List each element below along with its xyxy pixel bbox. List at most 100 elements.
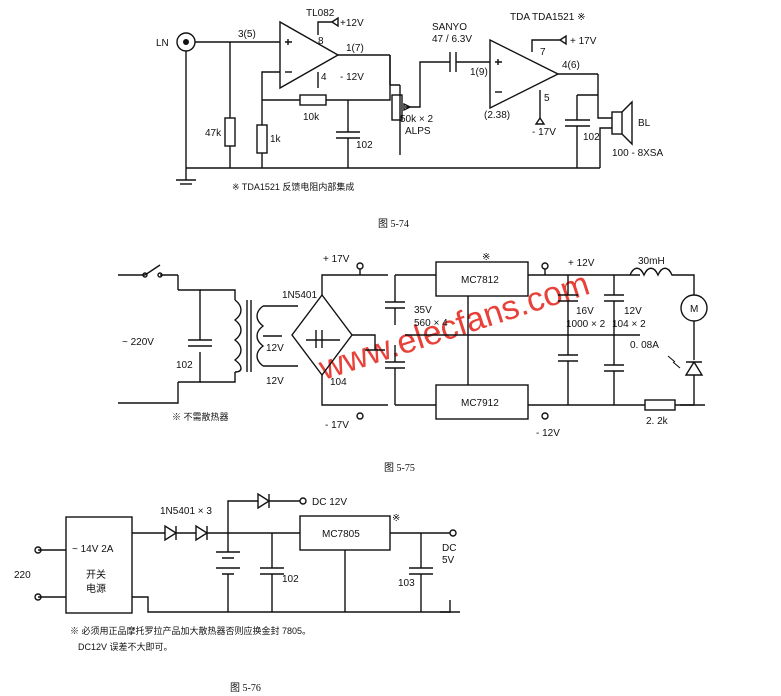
label-r1k: 1k (270, 134, 282, 145)
label-pin-out: 1(7) (346, 43, 364, 54)
label-cfilter1: 35V (414, 305, 432, 316)
label-p12: + 12V (568, 258, 595, 269)
caption-5-74: 图 5-74 (378, 218, 409, 230)
label-sanyo: SANYO (432, 22, 467, 33)
label-tr-v2: 12V (266, 376, 284, 387)
resistor-2-2k (644, 399, 676, 411)
capacitor-out-102 (565, 95, 590, 168)
label-reg-mark: ※ (482, 252, 490, 263)
label-ind: 30mH (638, 256, 665, 267)
label-mc7812: MC7812 (461, 275, 499, 286)
regulator-mc7912 (435, 384, 529, 420)
amp-tda1521 (489, 38, 560, 110)
label-mc7912: MC7912 (461, 398, 499, 409)
label-cin: 102 (176, 360, 193, 371)
diode-3-icon (257, 492, 271, 510)
switch-icon (144, 264, 161, 276)
label-cout2b: 104 × 2 (612, 319, 646, 330)
potentiometer (391, 94, 403, 121)
label-c102: 102 (356, 140, 373, 151)
figure-5-75: ~ 220V 102 12V 12V 1N5401 104 + 17V - 17… (118, 252, 708, 474)
label-tr-v1: 12V (266, 343, 284, 354)
note-75: ※ 不需散热器 (172, 411, 229, 422)
label-cfilter2: 560 × 4 (414, 318, 448, 329)
label-c2: 103 (398, 578, 415, 589)
filter-capacitors (385, 275, 405, 405)
capacitor-102-5-76 (260, 533, 284, 612)
switching-psu (65, 516, 133, 614)
label-pot: 50k × 2 (400, 114, 434, 125)
label-alps: ALPS (405, 126, 431, 137)
label-capval: 47 / 6.3V (432, 34, 472, 45)
label-psu3: 电源 (86, 582, 106, 595)
label-r10k: 10k (303, 112, 320, 123)
transformer-primary (233, 299, 242, 373)
capacitor-102 (336, 100, 360, 168)
transformer-secondary (256, 305, 265, 367)
note-76-2: DC12V 误差不大即可。 (78, 641, 173, 652)
label-mains: ~ 220V (122, 337, 154, 348)
label-vpos12: +12V (340, 18, 364, 29)
figure-5-74: LN 3(5) TL082 8 +12V 1(7) 4 - 12V 47k 1k… (156, 8, 663, 230)
label-bl: BL (638, 118, 651, 129)
label-tl082: TL082 (306, 8, 335, 19)
inductor-30mh (629, 267, 695, 295)
label-amp-vneg: - 17V (532, 127, 556, 138)
label-diodes: 1N5401 × 3 (160, 506, 212, 517)
note-76-1: ※ 必须用正品摩托罗拉产品加大散热器否则应换金封 7805。 (70, 625, 311, 636)
battery-icon (216, 533, 240, 612)
speaker-icon (611, 111, 623, 135)
label-n17: - 17V (325, 420, 349, 431)
output-caps-104 (604, 275, 624, 405)
label-cout: 102 (583, 132, 600, 143)
led-icon (684, 360, 704, 376)
label-cout2: 12V (624, 306, 642, 317)
label-c1: 102 (282, 574, 299, 585)
label-amp-pin-fb: (2.38) (484, 110, 510, 121)
label-r47k: 47k (205, 128, 222, 139)
label-cbridge: 104 (330, 377, 347, 388)
label-psu2: 开关 (86, 568, 106, 581)
label-pin8: 8 (318, 36, 324, 47)
label-cout1: 16V (576, 306, 594, 317)
label-spk-model: 100 - 8XSA (612, 148, 663, 159)
label-amp-vpos: + 17V (570, 36, 597, 47)
label-tda: TDA TDA1521 ※ (510, 12, 585, 23)
resistor-47k (224, 117, 236, 147)
label-current: 0. 08A (630, 340, 659, 351)
label-cout1b: 1000 × 2 (566, 319, 606, 330)
label-mc7805: MC7805 (322, 529, 360, 540)
diode-1-icon (164, 524, 178, 542)
figure-5-76: 220 ~ 14V 2A 开关 电源 1N5401 × 3 DC 12V MC7… (14, 492, 460, 694)
regulator-mc7812 (435, 261, 529, 297)
label-motor: M (690, 304, 698, 315)
label-dc5b: 5V (442, 555, 455, 566)
resistor-10k (299, 94, 327, 106)
resistor-1k (256, 124, 268, 154)
label-amp-pin-out: 4(6) (562, 60, 580, 71)
label-amp-pin7: 7 (540, 47, 546, 58)
label-220: 220 (14, 570, 31, 581)
label-pin4: 4 (321, 72, 327, 83)
coupling-capacitor (449, 52, 457, 72)
watermark: www.elecfans.com (314, 265, 594, 388)
label-amp-pin-in: 1(9) (470, 67, 488, 78)
label-res: 2. 2k (646, 416, 669, 427)
label-ln: LN (156, 38, 169, 49)
label-psu1: ~ 14V 2A (72, 544, 114, 555)
note-74: ※ TDA1521 反馈电阻内部集成 (232, 181, 354, 192)
capacitor-103 (409, 533, 433, 612)
label-vneg12: - 12V (340, 72, 364, 83)
label-pin-in: 3(5) (238, 29, 256, 40)
output-caps-16v (558, 275, 578, 405)
label-p17: + 17V (323, 254, 350, 265)
opamp-tl082 (279, 20, 340, 90)
diode-2-icon (195, 524, 209, 542)
caption-5-76: 图 5-76 (230, 682, 261, 694)
label-reg-mark-76: ※ (392, 513, 400, 524)
caption-5-75: 图 5-75 (384, 462, 415, 474)
label-n12: - 12V (536, 428, 560, 439)
label-bridge: 1N5401 (282, 290, 317, 301)
